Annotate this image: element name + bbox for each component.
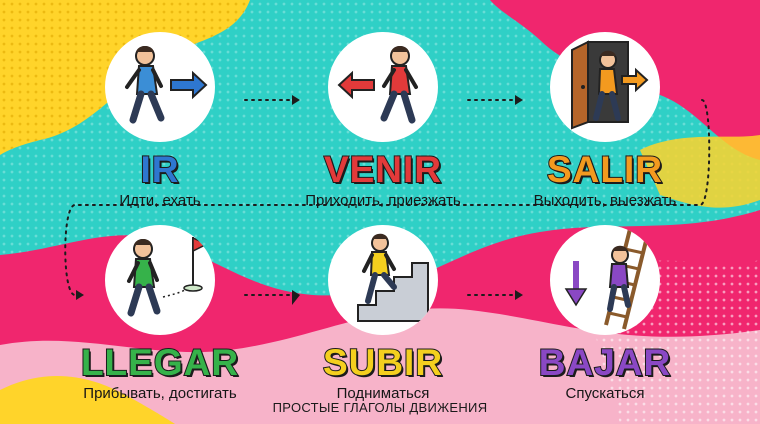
verb-card-bajar: BAJAR Спускаться: [490, 225, 720, 405]
illustration-circle: [550, 225, 660, 335]
verb-word: IR: [140, 149, 180, 191]
verb-word: BAJAR: [538, 342, 672, 384]
illustration-circle: [328, 32, 438, 142]
illustration-circle: [550, 32, 660, 142]
verb-card-venir: VENIR Приходить, приезжать: [268, 32, 498, 212]
verb-word: LLEGAR: [80, 342, 240, 384]
illustration-circle: [105, 225, 215, 335]
verb-translation: Прибывать, достигать: [83, 385, 237, 402]
verb-word: SUBIR: [322, 342, 444, 384]
walking-person-right-arrow-icon: [125, 46, 208, 124]
person-descending-ladder-icon: [564, 228, 650, 330]
verb-card-llegar: LLEGAR Прибывать, достигать: [45, 225, 275, 405]
illustration-circle: [328, 225, 438, 335]
illustration-circle: [105, 32, 215, 142]
verb-translation: Приходить, приезжать: [305, 192, 461, 209]
verb-translation: Выходить, выезжать: [533, 192, 677, 209]
verb-translation: Идти, ехать: [119, 192, 201, 209]
verb-word: SALIR: [546, 149, 663, 191]
person-exiting-door-icon: [571, 40, 649, 130]
verb-translation: Подниматься: [336, 385, 430, 402]
verb-translation: Спускаться: [565, 385, 645, 402]
person-climbing-stairs-icon: [357, 233, 429, 322]
verb-card-ir: IR Идти, ехать: [45, 32, 275, 212]
verb-card-subir: SUBIR Подниматься: [268, 225, 498, 405]
walking-person-left-arrow-icon: [337, 46, 418, 124]
verb-word: VENIR: [323, 149, 443, 191]
footer-caption: ПРОСТЫЕ ГЛАГОЛЫ ДВИЖЕНИЯ: [272, 400, 488, 415]
verb-card-salir: SALIR Выходить, выезжать: [490, 32, 720, 212]
person-reaching-flag-icon: [127, 236, 209, 317]
